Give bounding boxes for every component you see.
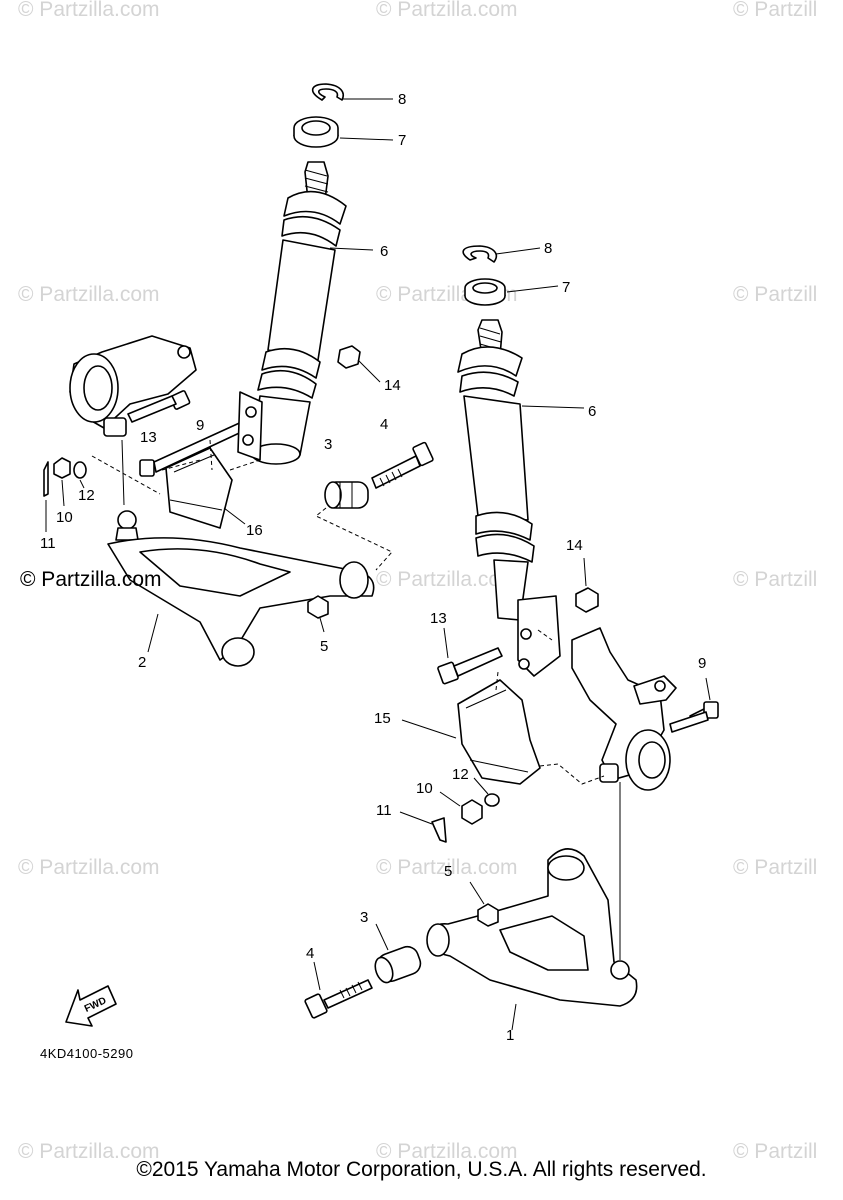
callout-label: 5 <box>320 638 328 655</box>
spring-seat-part <box>464 278 559 306</box>
callout-label: 6 <box>380 243 388 260</box>
callout-label: 9 <box>196 417 204 434</box>
callout-label: 4 <box>380 416 388 433</box>
callout-label: 1 <box>506 1027 514 1044</box>
copyright-text: ©2015 Yamaha Motor Corporation, U.S.A. A… <box>136 1158 707 1181</box>
knuckle-part <box>69 335 197 437</box>
bolt-part <box>371 441 434 489</box>
circlip-part <box>462 245 541 263</box>
callout-label: 3 <box>324 436 332 453</box>
watermark: © Partzilla.com <box>18 0 160 21</box>
fwd-arrow-icon: FWD <box>65 985 117 1027</box>
callout-label: 10 <box>56 509 73 526</box>
bolt-part <box>127 390 191 423</box>
cotter-pin-part <box>43 461 49 532</box>
watermark: © Partzilla.com <box>376 0 518 21</box>
bolt-part <box>304 961 373 1019</box>
nut-part <box>575 557 599 613</box>
callout-label: 6 <box>588 403 596 420</box>
watermark: © Partzill <box>733 1140 818 1163</box>
callout-label: 16 <box>246 522 263 539</box>
knuckle-part <box>571 627 677 791</box>
bushing-part <box>324 481 369 509</box>
callout-label: 3 <box>360 909 368 926</box>
watermark: © Partzilla.com <box>18 856 160 879</box>
callout-label: 13 <box>430 610 447 627</box>
nut-part <box>337 345 381 383</box>
callout-label: 8 <box>544 240 552 257</box>
callout-label: 7 <box>562 279 570 296</box>
shock-absorber-part <box>251 161 374 465</box>
mount-bracket <box>517 595 561 677</box>
watermark: © Partzilla.com <box>376 856 518 879</box>
callout-label: 12 <box>78 487 95 504</box>
nut-part <box>469 881 499 927</box>
guard-part <box>401 679 541 785</box>
spring-seat-part <box>293 116 394 148</box>
castle-nut-part <box>439 791 483 825</box>
callout-label: 5 <box>444 863 452 880</box>
callout-label: 13 <box>140 429 157 446</box>
shock-absorber-part <box>457 319 585 621</box>
watermark: © Partzill <box>733 0 818 21</box>
circlip-part <box>311 83 393 101</box>
watermark: © Partzill <box>733 283 818 306</box>
castle-nut-part <box>53 457 71 507</box>
callout-label: 7 <box>398 132 406 149</box>
mount-bracket <box>237 391 263 461</box>
cotter-pin-part <box>399 811 447 843</box>
callout-label: 11 <box>40 535 56 552</box>
watermark: © Partzilla.com <box>18 1140 160 1163</box>
watermark: © Partzill <box>733 568 818 591</box>
watermark: © Partzill <box>733 856 818 879</box>
part-code: 4KD4100-5290 <box>40 1046 134 1061</box>
lower-arm-part <box>426 848 638 1031</box>
washer-part <box>73 461 87 489</box>
watermark: © Partzilla.com <box>376 1140 518 1163</box>
watermark-main: © Partzilla.com <box>20 568 162 591</box>
callout-label: 8 <box>398 91 406 108</box>
watermark: © Partzilla.com <box>376 568 518 591</box>
callout-label: 14 <box>384 377 401 394</box>
bolt-part <box>437 627 503 685</box>
watermark: © Partzilla.com <box>18 283 160 306</box>
callout-label: 2 <box>138 654 146 671</box>
callout-label: 11 <box>376 802 392 819</box>
callout-label: 4 <box>306 945 314 962</box>
callout-label: 12 <box>452 766 469 783</box>
washer-part <box>473 777 500 807</box>
callout-label: 15 <box>374 710 391 727</box>
guard-part <box>165 447 246 529</box>
callout-label: 14 <box>566 537 583 554</box>
callout-label: 9 <box>698 655 706 672</box>
nut-part <box>307 595 329 633</box>
lower-arm-part <box>107 510 375 667</box>
callout-label: 10 <box>416 780 433 797</box>
bushing-part <box>374 923 422 984</box>
bolt-part <box>669 677 719 733</box>
